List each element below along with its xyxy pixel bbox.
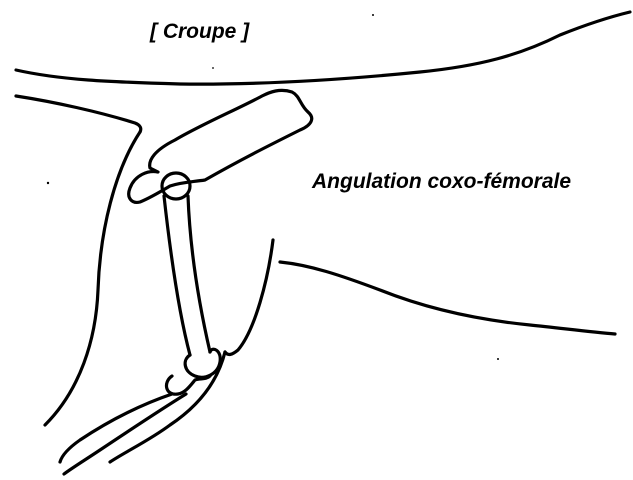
- angulation-label: Angulation coxo-fémorale: [312, 170, 571, 194]
- ink-speck: [497, 358, 499, 360]
- flank-inner-line: [225, 240, 273, 354]
- ink-speck: [212, 67, 214, 69]
- back-outline: [16, 12, 630, 84]
- lower-leg-bone-lower: [64, 394, 186, 474]
- lower-leg-bone-upper: [60, 394, 172, 462]
- tibia-head: [166, 376, 210, 394]
- tail-base-outline: [16, 96, 141, 132]
- croupe-label: [ Croupe ]: [150, 20, 249, 44]
- ink-speck: [47, 182, 49, 184]
- femur-shaft: [164, 196, 210, 355]
- pelvis-bone: [129, 90, 312, 202]
- belly-outline: [280, 262, 615, 334]
- ink-speck: [372, 14, 374, 16]
- rear-thigh-outline: [45, 132, 140, 425]
- femur-head: [162, 173, 190, 199]
